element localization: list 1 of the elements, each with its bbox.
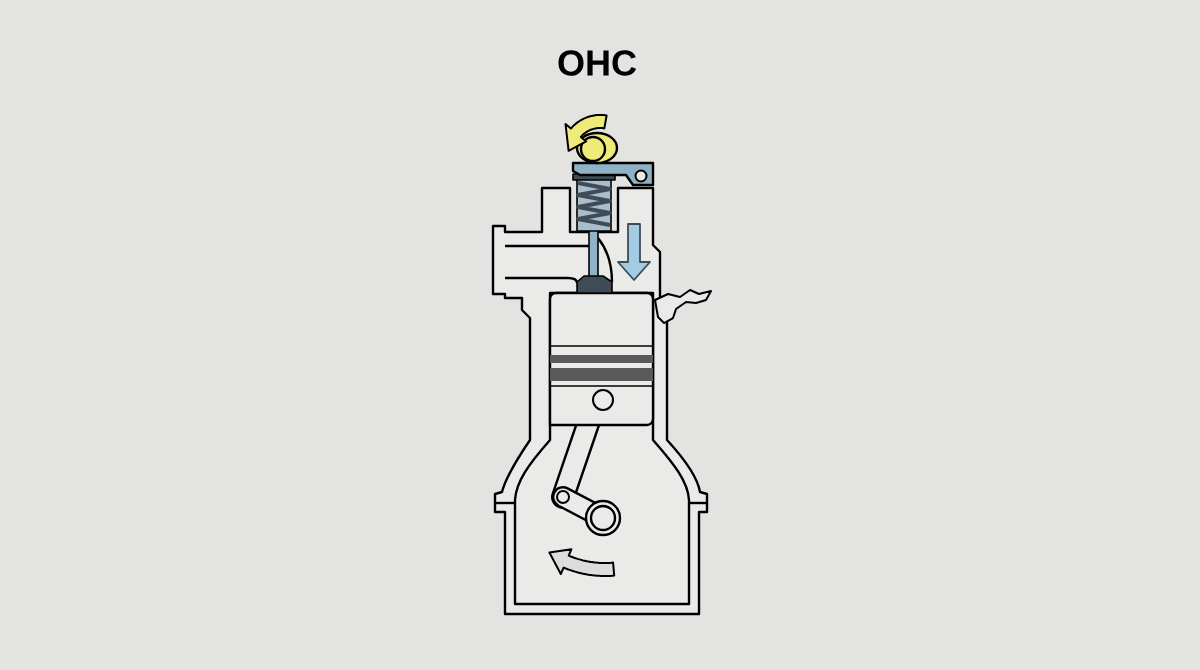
- title: OHC: [558, 50, 637, 76]
